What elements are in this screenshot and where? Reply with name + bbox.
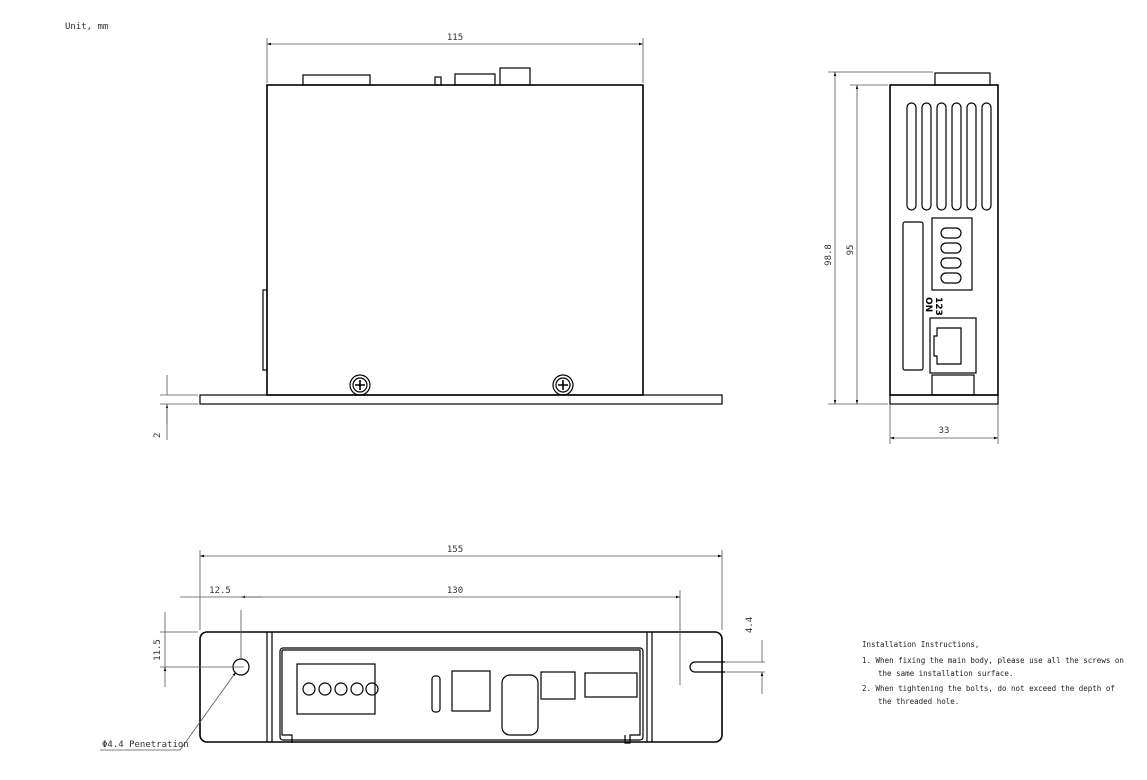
top-connector bbox=[302, 74, 371, 86]
dim-hole-spacing: 130 bbox=[447, 586, 463, 596]
dim-plate-thickness: 2 bbox=[153, 433, 163, 438]
unit-label: Unit, mm bbox=[65, 22, 108, 32]
screw-icon bbox=[349, 374, 371, 396]
bottom-view: 155 12.5 130 11.5 4.4 Φ4.4 Penetration bbox=[100, 545, 765, 751]
top-view-base-plate bbox=[199, 394, 723, 405]
dim-hole-edge: 11.5 bbox=[153, 639, 163, 661]
dim-total-height: 98.8 bbox=[824, 244, 834, 266]
side-view: 123 ON 98.8 95 33 bbox=[824, 71, 999, 444]
instructions-title: Installation Instructions, bbox=[862, 640, 979, 649]
instruction-1: 1. When fixing the main body, please use… bbox=[862, 656, 1124, 665]
dim-width-115: 115 bbox=[447, 33, 463, 43]
dim-depth: 33 bbox=[939, 426, 950, 436]
dim-overall-length: 155 bbox=[447, 545, 463, 555]
dip-switch bbox=[931, 217, 973, 291]
installation-instructions: Installation Instructions, 1. When fixin… bbox=[862, 640, 1124, 706]
top-view: 115 2 bbox=[153, 33, 723, 440]
ventilation-slots bbox=[906, 102, 992, 211]
instruction-2-cont: the threaded hole. bbox=[878, 697, 959, 706]
instruction-2: 2. When tightening the bolts, do not exc… bbox=[862, 684, 1115, 693]
dim-slot-width: 4.4 bbox=[745, 617, 755, 633]
hole-callout: Φ4.4 Penetration bbox=[102, 740, 189, 750]
dip-on-label: ON bbox=[923, 297, 933, 312]
dim-edge-offset: 12.5 bbox=[209, 586, 231, 596]
top-view-body bbox=[266, 84, 644, 396]
instruction-1-cont: the same installation surface. bbox=[878, 669, 1013, 678]
dim-body-height: 95 bbox=[846, 245, 856, 256]
dip-numbers: 123 bbox=[933, 297, 943, 316]
mounting-slot bbox=[689, 661, 725, 673]
rj45-port bbox=[929, 317, 977, 374]
screw-icon bbox=[552, 374, 574, 396]
